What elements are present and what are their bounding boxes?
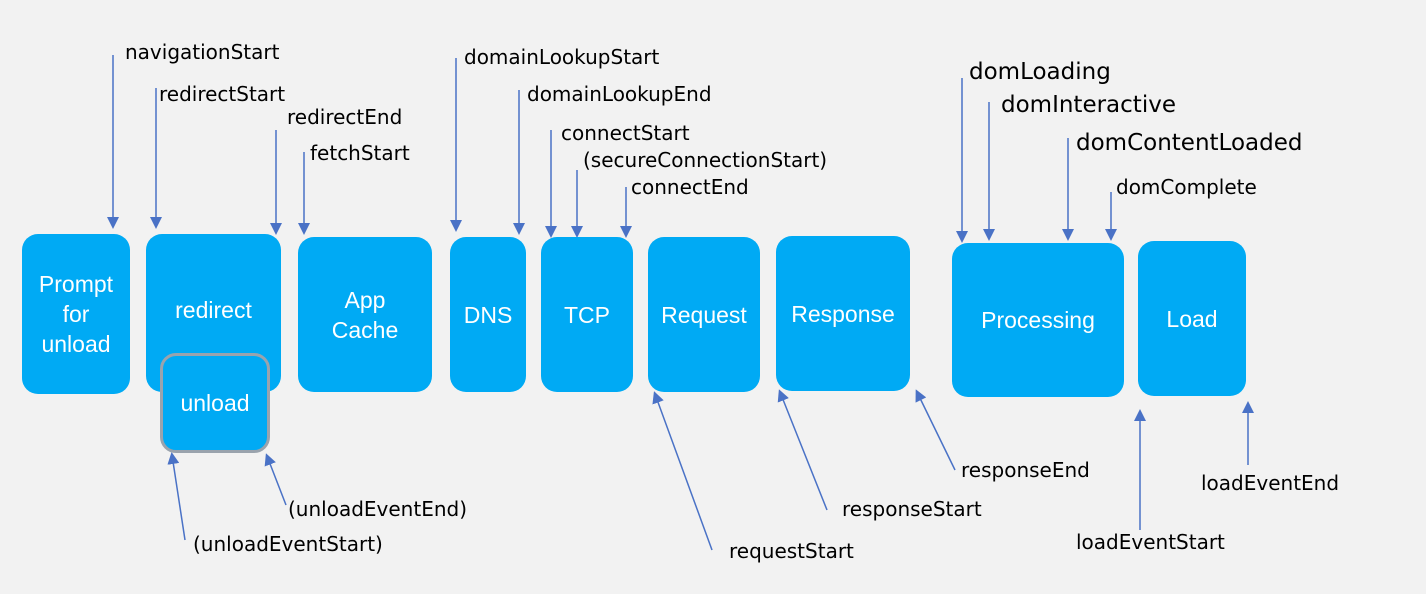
label-loadEventStart: loadEventStart <box>1076 530 1225 554</box>
label-domInteractive: domInteractive <box>1001 92 1176 118</box>
label-secureConnectionStart: (secureConnectionStart) <box>583 148 828 172</box>
dns-box: DNS <box>450 237 526 392</box>
label-domLoading: domLoading <box>969 59 1111 85</box>
prompt-for-unload-box: Prompt for unload <box>22 234 130 394</box>
label-domContentLoaded: domContentLoaded <box>1076 130 1303 156</box>
label-responseEnd: responseEnd <box>961 458 1090 482</box>
label-connectStart: connectStart <box>561 121 690 145</box>
arrow-responseStart <box>777 389 828 511</box>
load-box: Load <box>1138 241 1246 396</box>
label-domComplete: domComplete <box>1116 175 1257 199</box>
label-unloadEventEnd: (unloadEventEnd) <box>288 497 468 521</box>
label-loadEventEnd: loadEventEnd <box>1201 471 1340 495</box>
tcp-box: TCP <box>541 237 633 392</box>
label-responseStart: responseStart <box>842 497 982 521</box>
request-box: Request <box>648 237 760 392</box>
label-requestStart: requestStart <box>729 539 854 563</box>
label-fetchStart: fetchStart <box>310 141 410 165</box>
arrow-responseEnd <box>915 389 956 471</box>
arrow-unloadEventStart <box>167 452 186 541</box>
label-navigationStart: navigationStart <box>125 40 280 64</box>
label-domainLookupStart: domainLookupStart <box>464 45 660 69</box>
label-redirectStart: redirectStart <box>159 82 286 106</box>
label-connectEnd: connectEnd <box>631 175 749 199</box>
response-box: Response <box>776 236 910 391</box>
unload-box: unload <box>160 353 270 453</box>
arrow-requestStart <box>652 391 713 551</box>
processing-box: Processing <box>952 243 1124 397</box>
arrow-unloadEventEnd <box>264 453 287 506</box>
label-redirectEnd: redirectEnd <box>287 105 403 129</box>
label-unloadEventStart: (unloadEventStart) <box>193 532 383 556</box>
label-domainLookupEnd: domainLookupEnd <box>527 82 712 106</box>
app-cache-box: App Cache <box>298 237 432 392</box>
